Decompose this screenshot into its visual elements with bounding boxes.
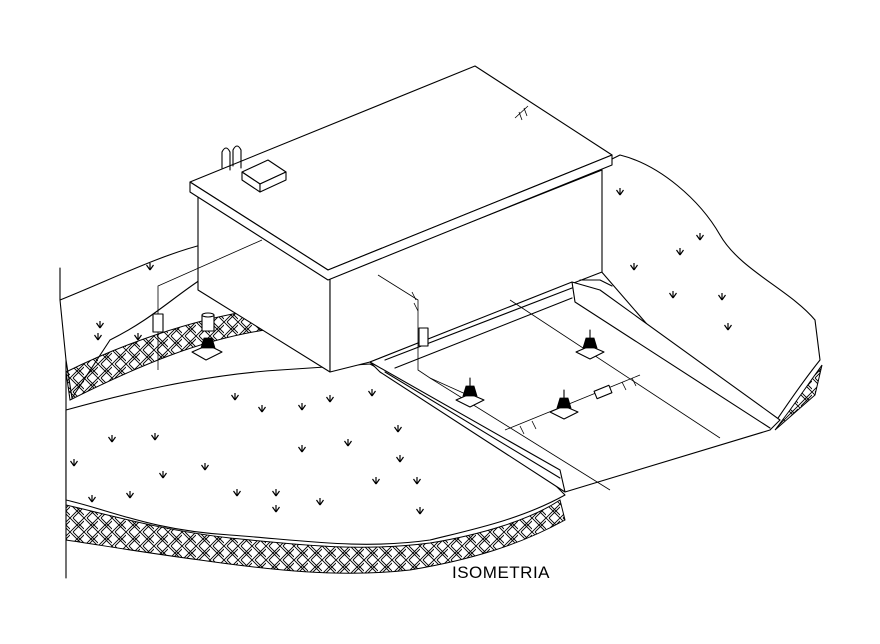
gate-valve-icon <box>455 377 485 408</box>
right-bank-hatch <box>774 364 823 431</box>
channel-floor <box>369 281 781 493</box>
channel-edge-left <box>369 361 566 493</box>
gate-valve-icon <box>575 329 605 360</box>
water-meter-icon <box>418 327 429 347</box>
pipe-line <box>504 374 641 431</box>
left-pipe <box>157 239 263 370</box>
gate-valve-icon <box>191 312 223 361</box>
channel-back-line-2 <box>394 297 573 369</box>
drawing-caption: ISOMETRIA <box>452 563 551 582</box>
gate-valve-icon <box>549 389 579 420</box>
pipe-line <box>509 299 721 439</box>
roof-tank-front <box>259 171 287 193</box>
ground-right <box>599 154 821 431</box>
water-meter-icon <box>152 313 164 333</box>
roof-mark <box>514 105 529 121</box>
roof-edge <box>189 154 613 281</box>
channel-edge-inner <box>384 371 561 479</box>
vent-pipe-icon <box>221 145 242 171</box>
pipe-ticks <box>411 291 637 435</box>
front-soil-hatch <box>65 499 566 574</box>
channel-edge-right <box>571 281 771 429</box>
water-meter-icon <box>593 384 613 400</box>
channel-cap <box>579 279 613 287</box>
riser-pipe <box>377 274 471 397</box>
channel-back-line <box>384 287 573 361</box>
pipe-line <box>429 377 611 491</box>
